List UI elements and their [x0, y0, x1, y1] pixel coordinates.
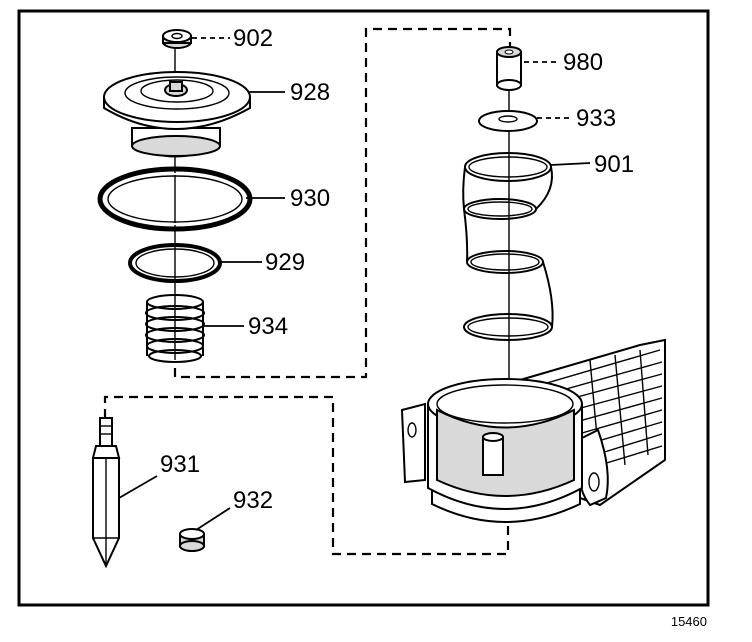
part-934-spring [145, 294, 205, 363]
part-901-spring [462, 152, 554, 341]
part-902-nut [162, 29, 192, 49]
part-930-ring [97, 166, 253, 232]
label-930: 930 [290, 185, 330, 212]
label-901: 901 [594, 151, 634, 178]
label-932: 932 [233, 487, 273, 514]
part-labels: 902 928 930 929 934 931 932 980 933 901 [160, 25, 634, 514]
label-933: 933 [576, 105, 616, 132]
label-931: 931 [160, 451, 200, 478]
leader-lines [118, 37, 591, 531]
part-928-cap [103, 71, 251, 158]
part-929-ring [128, 243, 222, 283]
diagram-frame [17, 9, 710, 607]
label-934: 934 [248, 313, 288, 340]
label-928: 928 [290, 79, 330, 106]
label-980: 980 [563, 49, 603, 76]
valve-body-housing [400, 338, 666, 523]
assembly-path-lines [103, 27, 512, 556]
part-931-valve-pin [91, 417, 121, 569]
part-933-washer [478, 110, 538, 132]
label-902: 902 [233, 25, 273, 52]
part-980-sleeve [496, 46, 522, 91]
part-932-plug [179, 528, 205, 552]
figure-id: 15460 [671, 614, 707, 629]
label-929: 929 [265, 249, 305, 276]
